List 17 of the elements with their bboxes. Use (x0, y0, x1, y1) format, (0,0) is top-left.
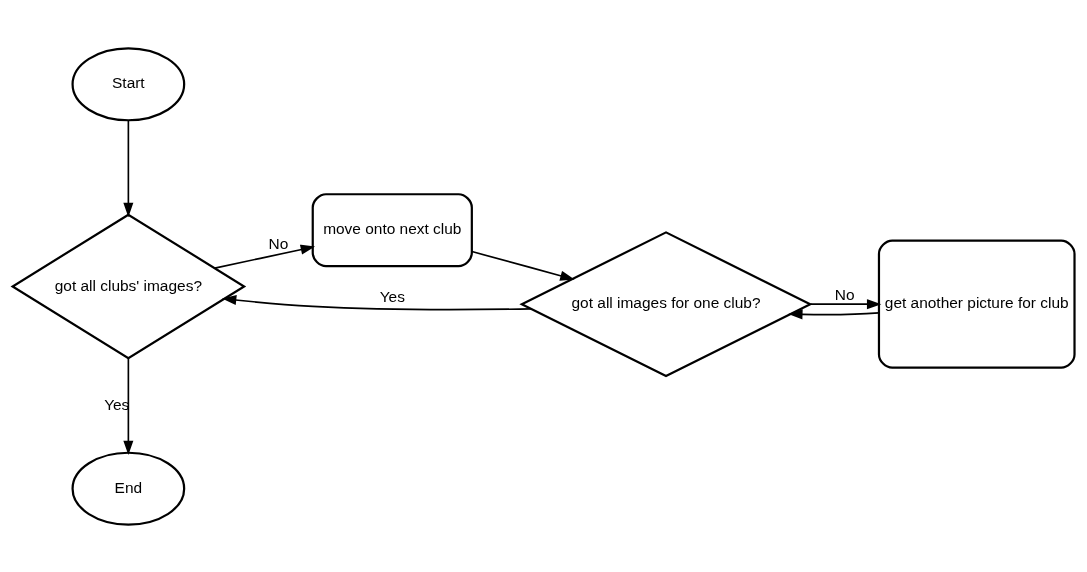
edge-label: Yes (379, 287, 405, 305)
node-diamond: got all clubs' images? (10, 212, 247, 360)
node-box: move onto next club (311, 192, 473, 267)
arrow (788, 308, 880, 319)
node-box: get another picture for club (877, 239, 1076, 369)
node-ellipse: Start (71, 46, 186, 121)
edge-label: No (834, 285, 855, 303)
arrow (123, 119, 134, 217)
arrow (221, 294, 532, 310)
node-diamond: got all images for one club? (519, 230, 813, 377)
arrow (809, 298, 882, 309)
arrow (123, 357, 134, 455)
arrow (213, 244, 316, 269)
arrow (471, 250, 575, 281)
edge-label: Yes (104, 395, 130, 413)
node-ellipse: End (71, 451, 186, 526)
edge-label: No (268, 234, 289, 252)
